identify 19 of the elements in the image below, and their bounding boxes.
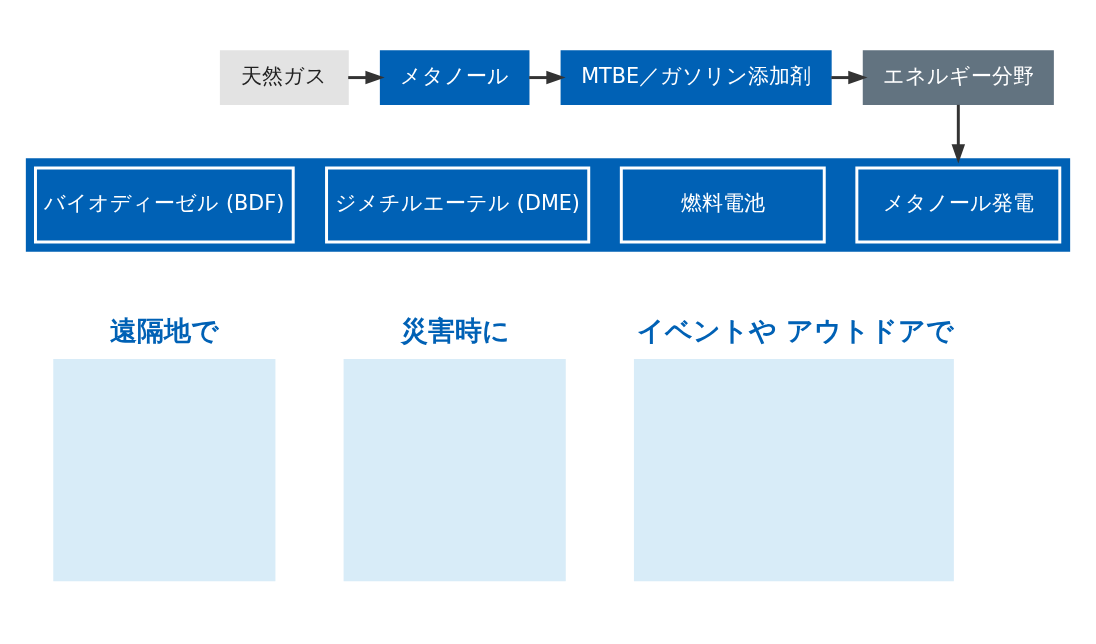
- node-label: 遠隔地で: [110, 315, 220, 347]
- node-box: 天然ガス: [219, 50, 349, 105]
- node-box: エネルギー分野: [862, 50, 1054, 105]
- node-label: イベントや アウトドアで: [636, 315, 955, 347]
- node-box: ジメチルエーテル (DME): [325, 166, 591, 244]
- cluster: [25, 158, 1071, 252]
- node-box: MTBE／ガソリン添加剤: [560, 50, 832, 105]
- arrow: [951, 104, 966, 164]
- node-label: 災害時に: [400, 315, 510, 347]
- node-box: メタノール発電: [855, 166, 1062, 244]
- node-box: [633, 359, 954, 582]
- node-box: [53, 359, 276, 582]
- arrow: [348, 70, 385, 85]
- node-box: バイオディーゼル (BDF): [34, 166, 295, 244]
- node-box: 燃料電池: [619, 166, 826, 244]
- arrow: [831, 70, 868, 85]
- node-box: [343, 359, 566, 582]
- node-box: メタノール: [379, 50, 530, 105]
- arrow: [529, 70, 566, 85]
